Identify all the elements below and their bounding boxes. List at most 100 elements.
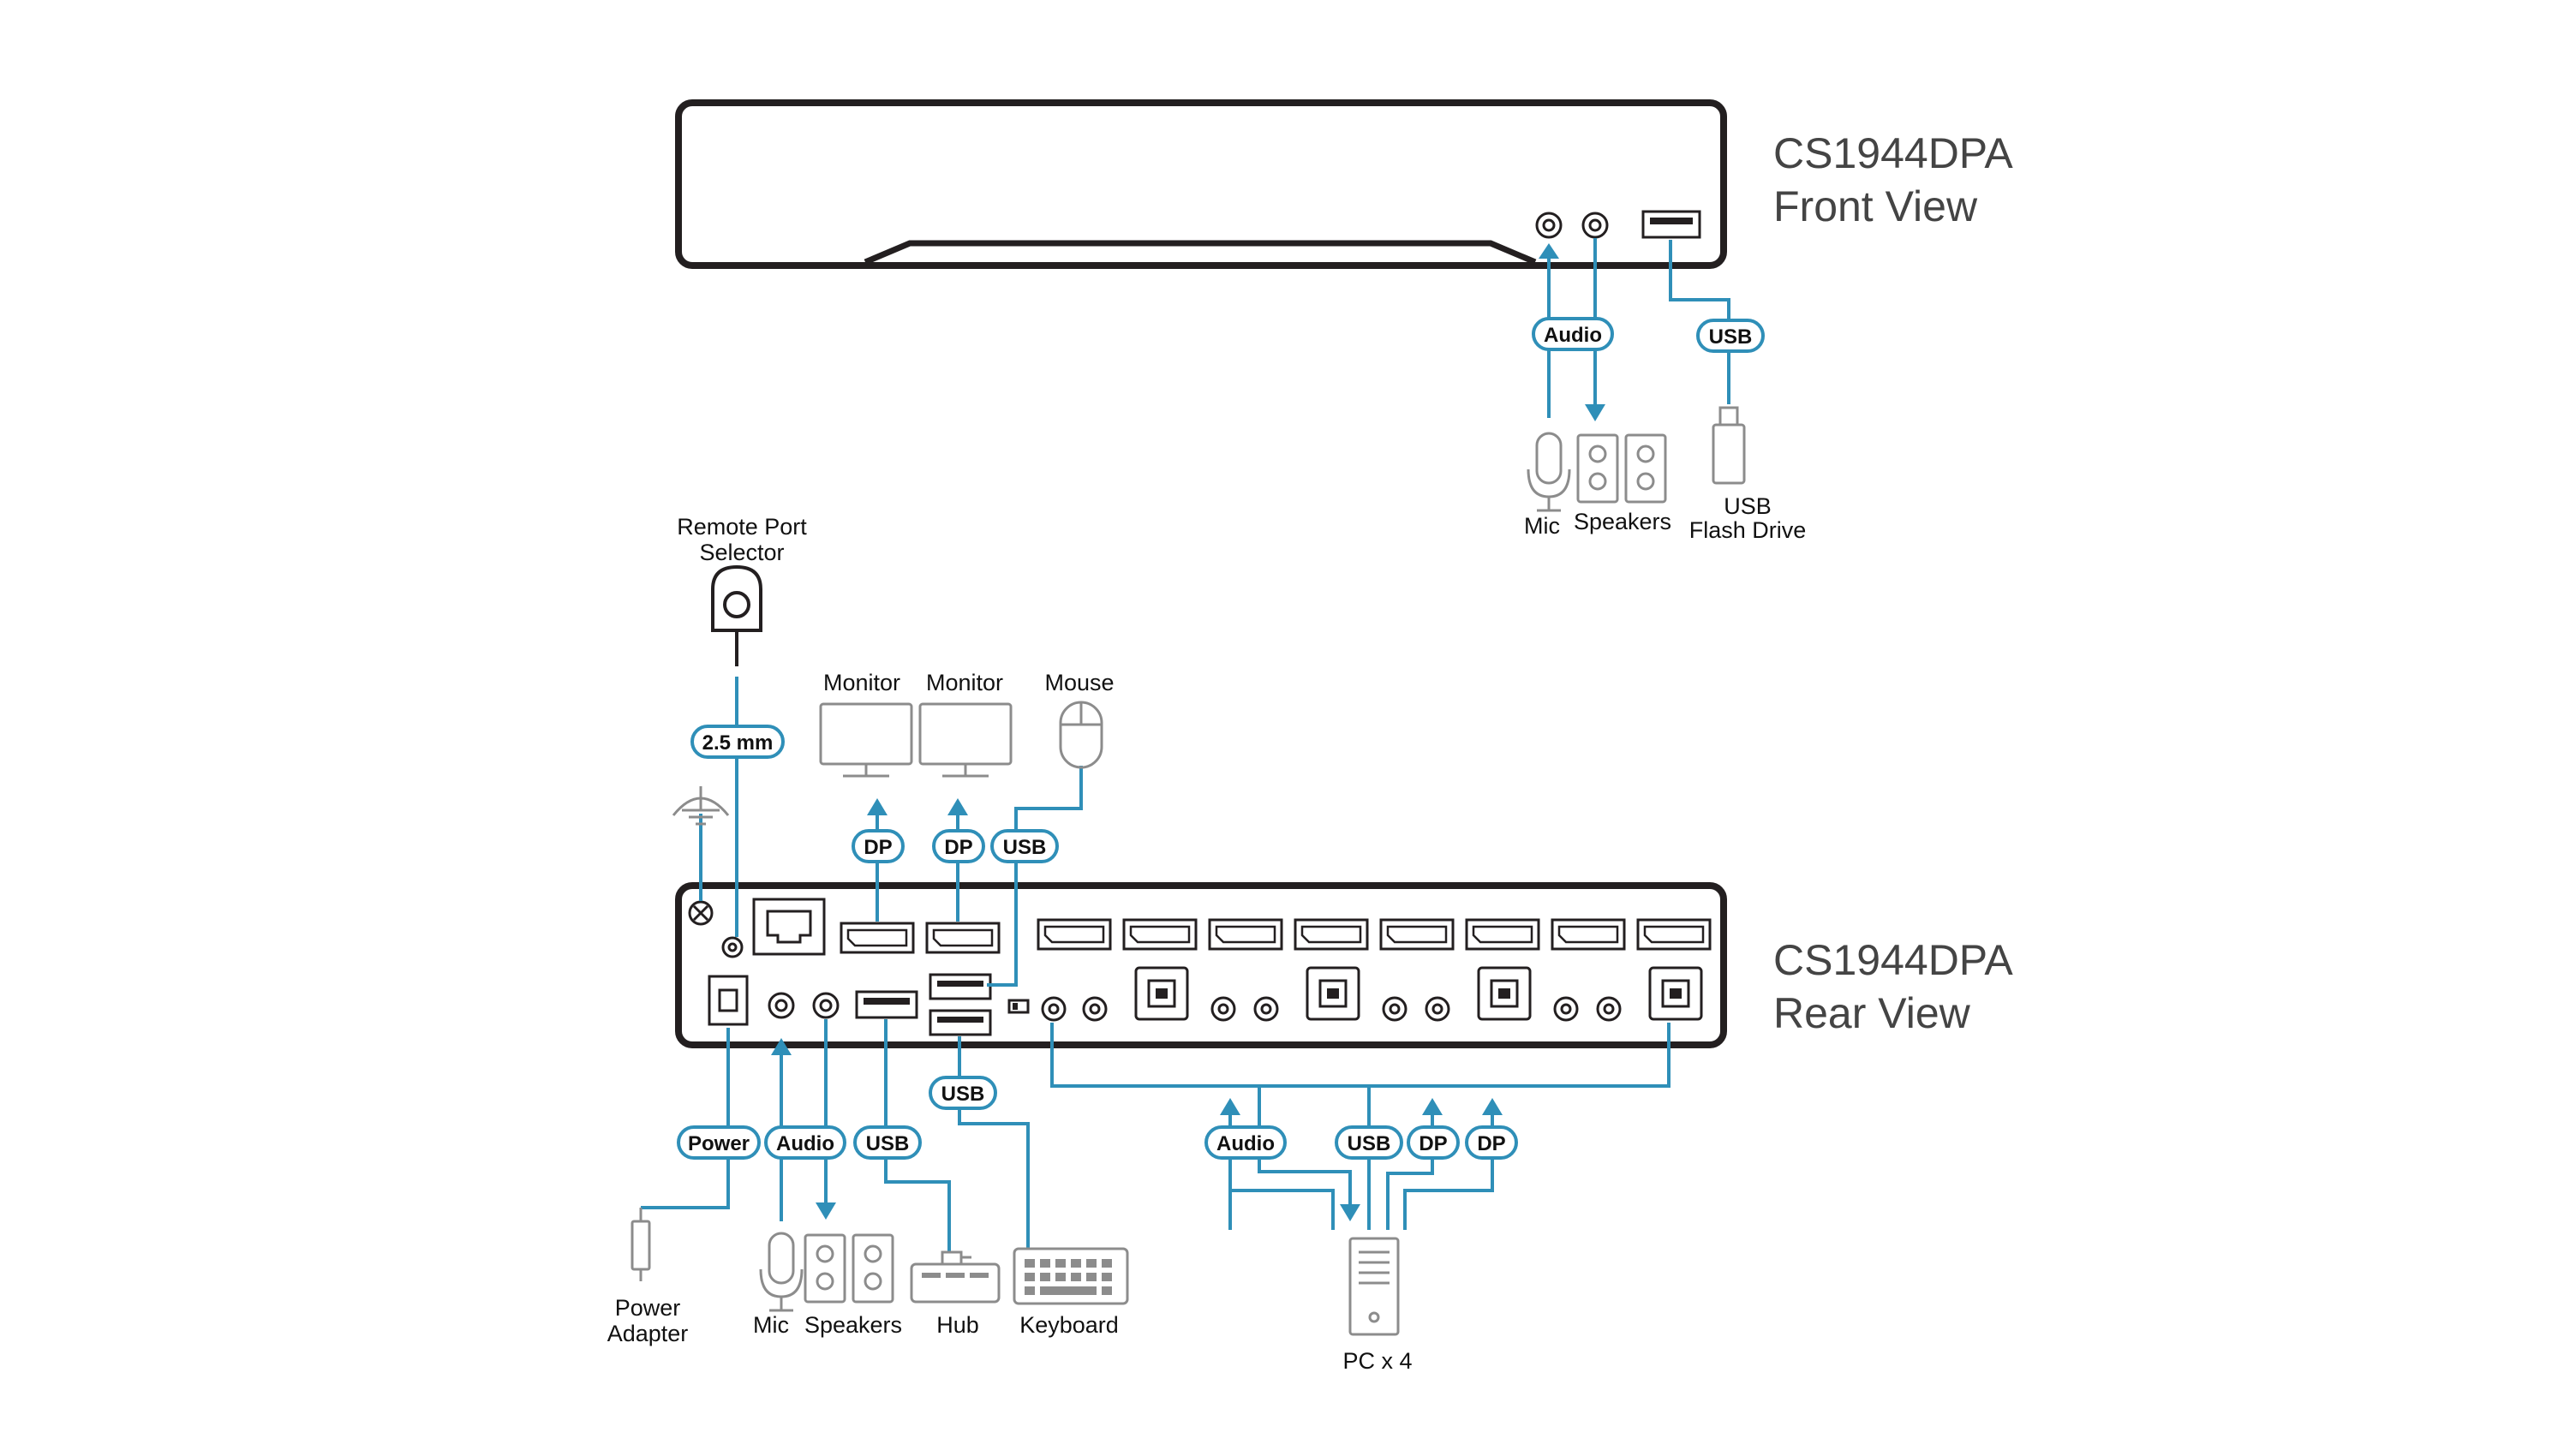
pc2-audio-jacks[interactable] [1210, 996, 1279, 1022]
pc2-usb-b-port[interactable] [1306, 966, 1360, 1021]
front-speaker-jack[interactable] [1581, 212, 1609, 239]
console-dp-port-2[interactable] [925, 922, 1001, 954]
pc4-audio-jacks[interactable] [1553, 996, 1622, 1022]
usb-flash-label-line1: USB [1724, 493, 1772, 519]
power-jack[interactable] [708, 975, 749, 1026]
front-panel-body [675, 99, 1727, 269]
dip-switch[interactable] [1007, 999, 1030, 1014]
pc2-dp-port-a[interactable] [1208, 918, 1283, 951]
rear-mic-icon [759, 1232, 804, 1312]
lan-port[interactable] [752, 898, 826, 956]
svg-text:DP: DP [944, 836, 972, 859]
pc1-usb-b-port[interactable] [1134, 966, 1189, 1021]
svg-text:Audio: Audio [1216, 1132, 1275, 1155]
pc4-dp-port-b[interactable] [1636, 918, 1712, 951]
pc2-dp-port-b[interactable] [1294, 918, 1369, 951]
hub-usb-cable [884, 1019, 951, 1252]
front-panel-foot [864, 240, 1537, 266]
front-audio-connector-badge: Audio [1532, 317, 1614, 351]
svg-text:DP: DP [1477, 1132, 1505, 1155]
keyboard-label: Keyboard [1019, 1312, 1119, 1338]
usb-flash-label-line2: Flash Drive [1689, 517, 1807, 543]
front-usb-port[interactable] [1641, 210, 1701, 239]
front-mic-icon [1527, 432, 1571, 512]
monitor2-arrow [947, 798, 968, 815]
pc3-dp-port-b[interactable] [1465, 918, 1540, 951]
mouse-label: Mouse [1044, 670, 1114, 695]
usb-flash-drive-icon [1712, 406, 1746, 485]
rear-mic-arrow [771, 1038, 792, 1055]
keyboard-usb-port[interactable] [929, 1009, 992, 1036]
front-speakers-icon [1576, 433, 1667, 504]
svg-text:2.5 mm: 2.5 mm [702, 731, 774, 755]
svg-text:Power: Power [688, 1132, 750, 1155]
pc3-audio-jacks[interactable] [1382, 996, 1450, 1022]
rear-speaker-jack[interactable] [812, 992, 840, 1019]
ground-screw[interactable] [688, 900, 714, 926]
monitor1-dp-badge: DP [852, 829, 905, 863]
pc3-dp-port-a[interactable] [1379, 918, 1455, 951]
rear-audio-badge: Audio [764, 1125, 846, 1160]
pc4-dp-port-a[interactable] [1551, 918, 1626, 951]
front-mic-label: Mic [1524, 513, 1560, 539]
mouse-usb-badge: USB [990, 829, 1059, 863]
remote-port-jack[interactable] [721, 936, 744, 958]
pc-dp1-badge: DP [1407, 1125, 1460, 1160]
front-view: CS1944DPA Front View Audio USB [675, 99, 2013, 543]
remote-label-line1: Remote Port [677, 514, 807, 540]
monitor2-label: Monitor [926, 670, 1003, 695]
svg-text:USB: USB [1709, 325, 1753, 349]
hub-label: Hub [936, 1312, 979, 1338]
front-speaker-arrow [1585, 404, 1605, 421]
monitor2-dp-badge: DP [932, 829, 985, 863]
pc3-usb-b-port[interactable] [1477, 966, 1532, 1021]
rear-view: CS1944DPA Rear View [607, 514, 2014, 1374]
keyboard-icon [1013, 1247, 1129, 1305]
remote-label-line2: Selector [699, 540, 784, 565]
svg-text:USB: USB [1003, 836, 1047, 859]
pc-bus-line [1050, 1023, 1670, 1088]
pc-tower-icon [1348, 1237, 1400, 1336]
monitor1-arrow [867, 798, 888, 815]
mouse-icon [1059, 701, 1103, 769]
rear-speaker-arrow [816, 1202, 836, 1220]
pc-audio-cable-mic [1228, 1170, 1335, 1230]
power-badge: Power [677, 1125, 761, 1160]
svg-text:USB: USB [941, 1083, 985, 1106]
power-adapter-label-line1: Power [615, 1295, 681, 1321]
front-speakers-label: Speakers [1574, 509, 1671, 534]
front-mic-jack[interactable] [1535, 212, 1563, 239]
rear-model-title: CS1944DPA [1773, 936, 2013, 984]
power-cable [641, 1028, 730, 1209]
rear-speakers-icon [804, 1233, 894, 1304]
svg-text:Audio: Audio [1544, 324, 1602, 347]
pc1-dp-port-a[interactable] [1037, 918, 1112, 951]
pc1-audio-jacks[interactable] [1041, 996, 1108, 1022]
ground-symbol-icon [672, 786, 730, 826]
pc4-usb-b-port[interactable] [1648, 966, 1703, 1021]
remote-port-selector-icon [711, 564, 762, 666]
monitor1-label: Monitor [823, 670, 900, 695]
pc-dp2-arrow [1482, 1098, 1503, 1115]
pc1-dp-port-b[interactable] [1122, 918, 1198, 951]
rear-mic-label: Mic [753, 1312, 789, 1338]
hub-usb-badge: USB [853, 1125, 922, 1160]
console-dp-port-1[interactable] [840, 922, 915, 954]
svg-text:DP: DP [864, 836, 892, 859]
pc-dp2-badge: DP [1465, 1125, 1518, 1160]
keyboard-usb-badge: USB [929, 1076, 997, 1110]
pc-dp1-arrow [1422, 1098, 1443, 1115]
front-usb-connector-badge: USB [1696, 319, 1765, 353]
svg-text:USB: USB [1348, 1132, 1391, 1155]
rear-speakers-label: Speakers [804, 1312, 902, 1338]
front-mic-arrow [1539, 243, 1559, 259]
rear-mic-jack[interactable] [768, 992, 795, 1019]
rear-usb-hub-port[interactable] [855, 990, 918, 1019]
mouse-usb-port[interactable] [929, 973, 992, 1000]
front-model-title: CS1944DPA [1773, 129, 2013, 177]
monitor2-icon [918, 702, 1013, 778]
monitor1-icon [819, 702, 913, 778]
keyboard-usb-cable [958, 1036, 1030, 1249]
svg-text:USB: USB [866, 1132, 910, 1155]
